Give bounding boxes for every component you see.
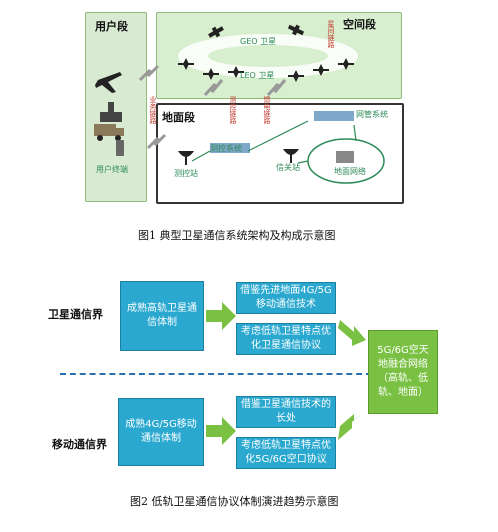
ground-segment-title: 地面段 [162,111,195,124]
connector-line [353,124,357,142]
satellite-icons [178,24,354,82]
satellite-icon [313,64,329,76]
target-box: 5G/6G空天地融合网络（高轨、低轨、地面） [368,330,438,414]
connector-line [247,120,309,152]
cloud-ring-inner [208,45,328,67]
user-segment-panel [85,12,147,202]
server-icon [336,151,354,163]
connector-line [297,160,309,164]
leo-label: LEO 卫星 [240,71,275,80]
ground-network-graphic [178,111,385,184]
tt-system-icon [210,143,250,153]
user-terminal-label: 用户终端 [96,165,128,174]
mob-arrow [206,417,236,445]
space-segment-title: 空间段 [343,18,376,31]
sat-step1-box: 借鉴先进地面4G/5G移动通信技术 [236,282,336,314]
ship-icon [100,102,122,122]
space-network-graphic [178,24,358,82]
sat-source-box: 成熟高轨卫星通信体制 [120,281,204,351]
feeder-link-bolt [266,79,287,97]
inter-satellite-link-label: 星间链路 [327,20,335,48]
figure-2-caption: 图2 低轨卫星通信协议体制演进趋势示意图 [130,495,339,508]
geo-label: GEO 卫星 [240,37,277,46]
tt-link-label: 测控链路 [229,96,237,124]
link-bolts [138,64,287,150]
airplane-icon [95,72,122,93]
tt-station-label: 测控站 [174,169,198,178]
mobile-comm-label: 移动通信界 [52,438,107,451]
user-terminals-graphic [94,72,124,156]
network-mgmt-label: 网管系统 [356,110,388,119]
mob-step2-box: 考虑低轨卫星特点优化5G/6G空口协议 [236,437,336,469]
mob-step1-box: 借鉴卫星通信技术的长处 [236,396,336,428]
gateway-station-label: 信关站 [276,163,300,172]
sat-to-target-arrow [338,320,366,346]
sat-arrow [206,302,236,330]
sat-step2-box: 考虑低轨卫星特点优化卫星通信协议 [236,323,336,355]
handset-icon [116,140,124,156]
ground-link-bolt [146,133,167,150]
user-segment-title: 用户段 [95,20,128,33]
figure-1-caption: 图1 典型卫星通信系统架构及构成示意图 [138,229,336,242]
gateway-dish-icon [283,149,299,163]
feeder-link-label: 馈电链路 [263,96,271,124]
satellite-icon [178,58,194,70]
divider-line [60,373,372,375]
service-link-bolt [138,64,160,82]
tt-link-bolt [203,79,224,97]
service-link-label: 业务链路 [149,96,157,124]
ground-network-label: 地面网络 [334,167,366,176]
connector-line [191,150,211,162]
tt-system-label: 测控系统 [210,144,242,153]
satellite-icon [287,24,305,36]
mob-to-target-arrow [338,410,366,440]
sat-comm-label: 卫星通信界 [48,308,103,321]
mob-source-box: 成熟4G/5G移动通信体制 [118,398,204,466]
satellite-icon [208,26,224,38]
satellite-icon [288,70,304,82]
truck-icon [94,124,124,141]
tt-station-dish-icon [178,151,194,165]
satellite-icon [338,58,354,70]
satellite-icon [203,68,219,80]
network-mgmt-icon [314,111,354,121]
satellite-icon [228,66,244,78]
